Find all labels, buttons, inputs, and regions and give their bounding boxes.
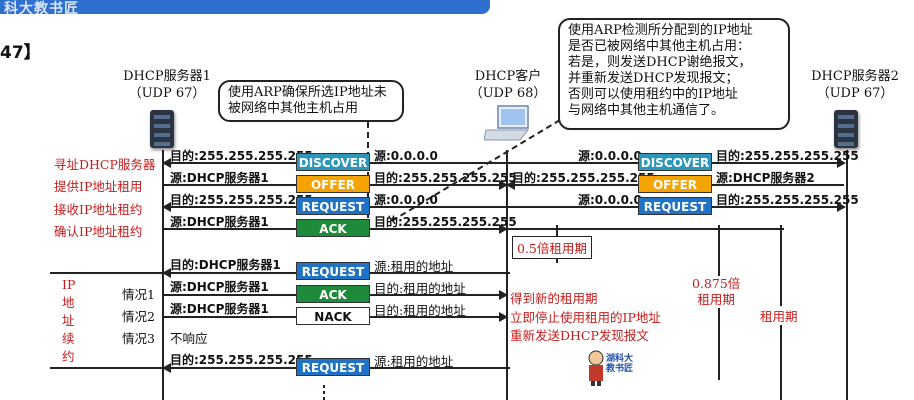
client-port: （UDP 68） — [469, 86, 547, 101]
mascot-line2: 教书匠 — [606, 364, 634, 374]
label-offer-src: 源:DHCP服务器1 — [170, 171, 269, 185]
client-title: DHCP客户 （UDP 68） — [458, 68, 558, 102]
server1-name: DHCP服务器1 — [123, 69, 211, 84]
label-final-src: 源:租用的地址 — [374, 354, 454, 369]
server1-title: DHCP服务器1 （UDP 67） — [112, 68, 222, 102]
label-renew-request-dst: 目的:DHCP服务器1 — [170, 258, 281, 272]
label-discover-dst: 目的:255.255.255.255 — [170, 149, 313, 163]
label-request-dst: 目的:255.255.255.255 — [170, 193, 313, 207]
mascot-text: 湖科大 教书匠 — [606, 354, 633, 374]
p875-line1: 0.875倍 — [692, 276, 741, 291]
server2-port: （UDP 67） — [816, 86, 894, 101]
p875-box: 0.875倍 租用期 — [692, 276, 741, 308]
case-1: 情况1 — [122, 287, 155, 302]
label-discover-src: 源:0.0.0.0 — [374, 149, 438, 163]
renew-char-3: 址 — [62, 313, 75, 328]
top-banner: 科大教书匠 — [0, 0, 914, 17]
label-case2-src: 源:DHCP服务器1 — [170, 302, 269, 316]
label-offer-src-right: 源:DHCP服务器2 — [716, 171, 815, 185]
callout-arp-detect: 使用ARP检测所分配到的IP地址 是否已被网络中其他主机占用： 若是，则发送DH… — [558, 18, 790, 130]
msg-renew-request: REQUEST — [296, 262, 370, 280]
mascot-line1: 湖科大 — [606, 354, 634, 364]
msg-request-right: REQUEST — [638, 197, 712, 215]
server1-port: （UDP 67） — [128, 86, 206, 101]
resend-discover: 重新发送DHCP发现报文 — [510, 328, 649, 343]
label-ack-dst: 目的:255.255.255.255 — [374, 215, 517, 229]
callout-right-line3: 若是，则发送DHCP谢绝报文， — [568, 55, 752, 70]
mascot-figure-icon — [588, 350, 604, 386]
p875-line2: 租用期 — [697, 292, 735, 307]
server2-lifeline — [846, 150, 848, 400]
msg-request-left: REQUEST — [296, 197, 370, 215]
callout-arp-check: 使用ARP确保所选IP地址未 被网络中其他主机占用 — [218, 80, 404, 122]
msg-ack: ACK — [296, 219, 370, 237]
watermark-text: 科大教书匠 — [4, 1, 79, 17]
lease-label: 租用期 — [760, 306, 798, 325]
phase-discover: 寻址DHCP服务器 — [54, 157, 156, 172]
callout-right-line5: 否则可以使用租约中的IP地址 — [568, 87, 738, 102]
msg-offer-left: OFFER — [296, 175, 370, 193]
renew-char-4: 续 — [62, 331, 75, 346]
case-2: 情况2 — [122, 309, 155, 324]
label-case1-dst: 目的:租用的地址 — [374, 281, 466, 296]
label-discover-src-right: 源:0.0.0.0 — [578, 149, 642, 163]
msg-discover-left: DISCOVER — [296, 153, 370, 171]
label-offer-dst-right: 目的:255.255.255.255 — [512, 171, 655, 185]
half-lease-box: 0.5倍租用期 — [512, 236, 592, 259]
callout-right-line2: 是否已被网络中其他主机占用： — [568, 39, 751, 54]
lease-start-line — [508, 228, 784, 230]
figure-number: 47】 — [0, 43, 41, 63]
msg-case2-nack: NACK — [296, 307, 370, 325]
case-3: 情况3 — [122, 331, 155, 346]
label-offer-dst: 目的:255.255.255.255 — [374, 171, 517, 185]
msg-final-request: REQUEST — [296, 358, 370, 376]
label-request-dst-right: 目的:255.255.255.255 — [716, 193, 859, 207]
phase-request: 接收IP地址租约 — [54, 202, 143, 217]
callout-left-line1: 使用ARP确保所选IP地址未 — [228, 85, 387, 100]
client-name: DHCP客户 — [474, 69, 542, 84]
got-new-lease: 得到新的租用期 — [510, 291, 598, 306]
renew-char-5: 约 — [62, 349, 75, 364]
renew-char-2: 地 — [62, 295, 75, 310]
msg-discover-right: DISCOVER — [638, 153, 712, 171]
banner-band — [0, 0, 490, 14]
label-final-dst: 目的:255.255.255.255 — [170, 353, 313, 367]
callout-right-line4: 并重新发送DHCP发现报文； — [568, 71, 739, 86]
label-discover-dst-right: 目的:255.255.255.255 — [716, 149, 859, 163]
server2-title: DHCP服务器2 （UDP 67） — [800, 68, 910, 102]
server2-name: DHCP服务器2 — [811, 69, 899, 84]
client-lifeline — [506, 150, 508, 400]
label-request-src: 源:0.0.0.0 — [374, 193, 438, 207]
phase-ack: 确认IP地址租约 — [54, 224, 143, 239]
stop-using-ip: 立即停止使用租用的IP地址 — [510, 310, 661, 325]
half-lease-label: 0.5倍租用期 — [517, 241, 587, 256]
label-case1-src: 源:DHCP服务器1 — [170, 280, 269, 294]
label-case2-dst: 目的:租用的地址 — [374, 303, 466, 318]
laptop-icon — [484, 105, 530, 141]
phase-renew: IP 地 址 续 约 — [62, 276, 75, 366]
msg-case1-ack: ACK — [296, 285, 370, 303]
label-request-src-right: 源:0.0.0.0 — [578, 193, 642, 207]
msg-offer-right: OFFER — [638, 175, 712, 193]
label-renew-request-src: 源:租用的地址 — [374, 259, 454, 274]
callout-right-line1: 使用ARP检测所分配到的IP地址 — [568, 23, 753, 38]
callout-left-line2: 被网络中其他主机占用 — [228, 101, 359, 116]
callout-right-line6: 与网络中其他主机通信了。 — [568, 103, 725, 118]
server2-icon — [834, 110, 858, 148]
label-ack-src: 源:DHCP服务器1 — [170, 215, 269, 229]
server1-icon — [150, 110, 174, 148]
renew-char-1: IP — [62, 277, 76, 292]
case-3-text: 不响应 — [170, 331, 208, 346]
mascot: 湖科大 教书匠 — [584, 350, 654, 390]
phase-offer: 提供IP地址租用 — [54, 179, 143, 194]
